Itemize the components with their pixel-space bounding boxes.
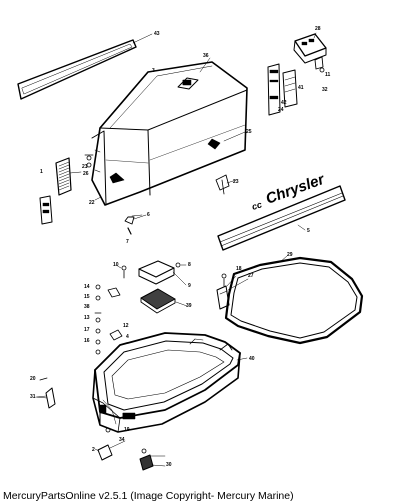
callout-31[interactable]: 31 bbox=[30, 394, 36, 400]
lower-handle-parts[interactable] bbox=[97, 427, 154, 471]
rear-label-strip[interactable] bbox=[267, 63, 281, 116]
callout-39[interactable]: 39 bbox=[186, 303, 192, 309]
callout-15[interactable]: 15 bbox=[84, 294, 90, 300]
top-cowl[interactable] bbox=[91, 61, 248, 206]
lower-latch-left[interactable] bbox=[36, 377, 56, 409]
callout-25[interactable]: 25 bbox=[246, 129, 252, 135]
cowl-fasteners[interactable] bbox=[84, 154, 94, 168]
rear-vent-plate[interactable] bbox=[282, 69, 298, 108]
callout-30[interactable]: 30 bbox=[166, 462, 172, 468]
callout-43[interactable]: 43 bbox=[154, 31, 160, 37]
callout-3[interactable]: 3 bbox=[152, 68, 155, 74]
brand-decal: cc Chrysler bbox=[251, 171, 328, 212]
callout-34[interactable]: 34 bbox=[119, 437, 125, 443]
callout-18[interactable]: 18 bbox=[236, 266, 242, 272]
callout-1[interactable]: 1 bbox=[40, 169, 43, 175]
callout-40[interactable]: 40 bbox=[249, 356, 255, 362]
cowl-latch[interactable] bbox=[124, 214, 143, 235]
copyright-caption: MercuryPartsOnline v2.5.1 (Image Copyrig… bbox=[3, 490, 294, 502]
brand-name-text: Chrysler bbox=[264, 171, 328, 208]
callout-26[interactable]: 26 bbox=[83, 171, 89, 177]
callout-41[interactable]: 41 bbox=[298, 85, 304, 91]
callout-4[interactable]: 4 bbox=[126, 334, 129, 340]
callout-9[interactable]: 9 bbox=[188, 283, 191, 289]
decal-panel[interactable] bbox=[17, 39, 137, 100]
callout-21[interactable]: 21 bbox=[82, 164, 88, 170]
callout-13[interactable]: 13 bbox=[84, 315, 90, 321]
callout-24[interactable]: 24 bbox=[278, 107, 284, 113]
callout-2[interactable]: 2 bbox=[92, 447, 95, 453]
callout-6[interactable]: 6 bbox=[147, 212, 150, 218]
air-box-plate[interactable] bbox=[138, 260, 175, 285]
callout-29[interactable]: 29 bbox=[287, 252, 293, 258]
callout-7[interactable]: 7 bbox=[126, 239, 129, 245]
callout-28[interactable]: 28 bbox=[315, 26, 321, 32]
callout-38[interactable]: 38 bbox=[84, 304, 90, 310]
bottom-gasket[interactable] bbox=[224, 256, 364, 345]
callout-11[interactable]: 11 bbox=[325, 72, 331, 78]
callout-20[interactable]: 20 bbox=[30, 376, 36, 382]
fastener-column[interactable] bbox=[94, 262, 181, 355]
leader-lines bbox=[35, 32, 317, 467]
pivot-clip[interactable] bbox=[216, 273, 230, 310]
bottom-cowl[interactable] bbox=[92, 332, 241, 433]
exploded-parts-diagram: cc Chrysler 4333625284142241132126212267… bbox=[17, 26, 364, 471]
filter-pad[interactable] bbox=[140, 288, 176, 314]
callout-5[interactable]: 5 bbox=[307, 228, 310, 234]
callout-36[interactable]: 36 bbox=[203, 53, 209, 59]
callout-42[interactable]: 42 bbox=[281, 100, 287, 106]
callout-16[interactable]: 16 bbox=[84, 338, 90, 344]
callout-17[interactable]: 17 bbox=[84, 327, 90, 333]
callout-22[interactable]: 22 bbox=[89, 200, 95, 206]
side-decal-strip[interactable] bbox=[217, 185, 346, 251]
callout-32[interactable]: 32 bbox=[322, 87, 328, 93]
callout-27[interactable]: 27 bbox=[248, 273, 254, 279]
callout-23[interactable]: 23 bbox=[233, 179, 239, 185]
label-plate-left[interactable] bbox=[39, 195, 53, 225]
callout-8[interactable]: 8 bbox=[188, 262, 191, 268]
callout-14[interactable]: 14 bbox=[84, 284, 90, 290]
brand-displacement-text: cc bbox=[251, 199, 264, 212]
rear-bracket[interactable] bbox=[215, 174, 230, 195]
callout-19[interactable]: 19 bbox=[124, 427, 130, 433]
side-louvre-left[interactable] bbox=[55, 157, 72, 196]
callout-10[interactable]: 10 bbox=[113, 262, 119, 268]
callout-12[interactable]: 12 bbox=[123, 323, 129, 329]
top-bracket-assembly[interactable] bbox=[293, 33, 327, 73]
